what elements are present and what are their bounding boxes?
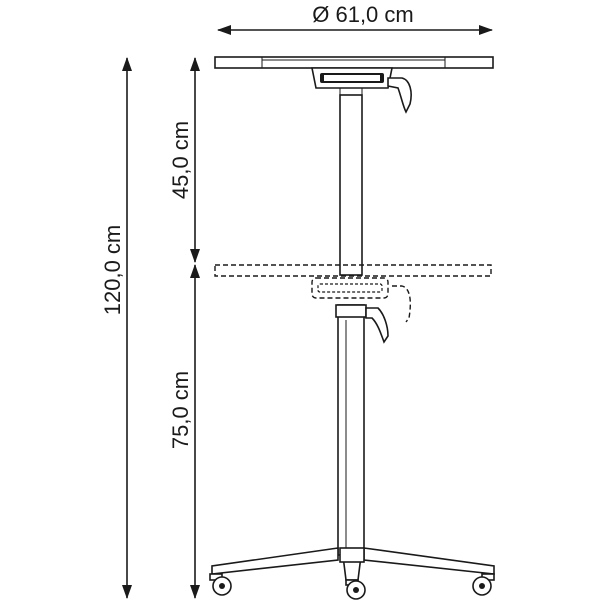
diameter-label: Ø 61,0 cm <box>312 2 413 27</box>
central-column <box>337 94 365 556</box>
caster-right <box>472 573 495 596</box>
lowered-lever-icon <box>392 285 411 323</box>
base-leg-right <box>363 547 495 575</box>
upper-range-dimension: 45,0 cm <box>168 57 200 263</box>
upper-range-label: 45,0 cm <box>168 121 193 199</box>
lower-height-label: 75,0 cm <box>168 371 193 449</box>
base-hub <box>339 547 365 563</box>
base-leg-left <box>211 547 339 575</box>
total-height-label: 120,0 cm <box>100 225 125 316</box>
tabletop-raised <box>214 56 494 114</box>
caster-front <box>345 579 366 600</box>
outer-tube <box>337 304 365 556</box>
tabletop-lowered-edge <box>214 264 492 277</box>
caster-left <box>209 573 232 596</box>
tabletop-edge <box>214 56 494 69</box>
column-lever-icon <box>365 307 389 344</box>
total-height-dimension: 120,0 cm <box>100 57 132 599</box>
release-lever-icon <box>387 77 412 114</box>
collar-ring <box>335 304 367 318</box>
inner-tube <box>339 94 363 276</box>
tabletop-lowered <box>214 264 492 323</box>
column-collar <box>335 304 389 344</box>
base <box>209 547 495 600</box>
lowered-mechanism-housing <box>311 277 389 299</box>
lower-height-dimension: 75,0 cm <box>168 264 200 599</box>
diameter-dimension: Ø 61,0 cm <box>217 2 493 35</box>
